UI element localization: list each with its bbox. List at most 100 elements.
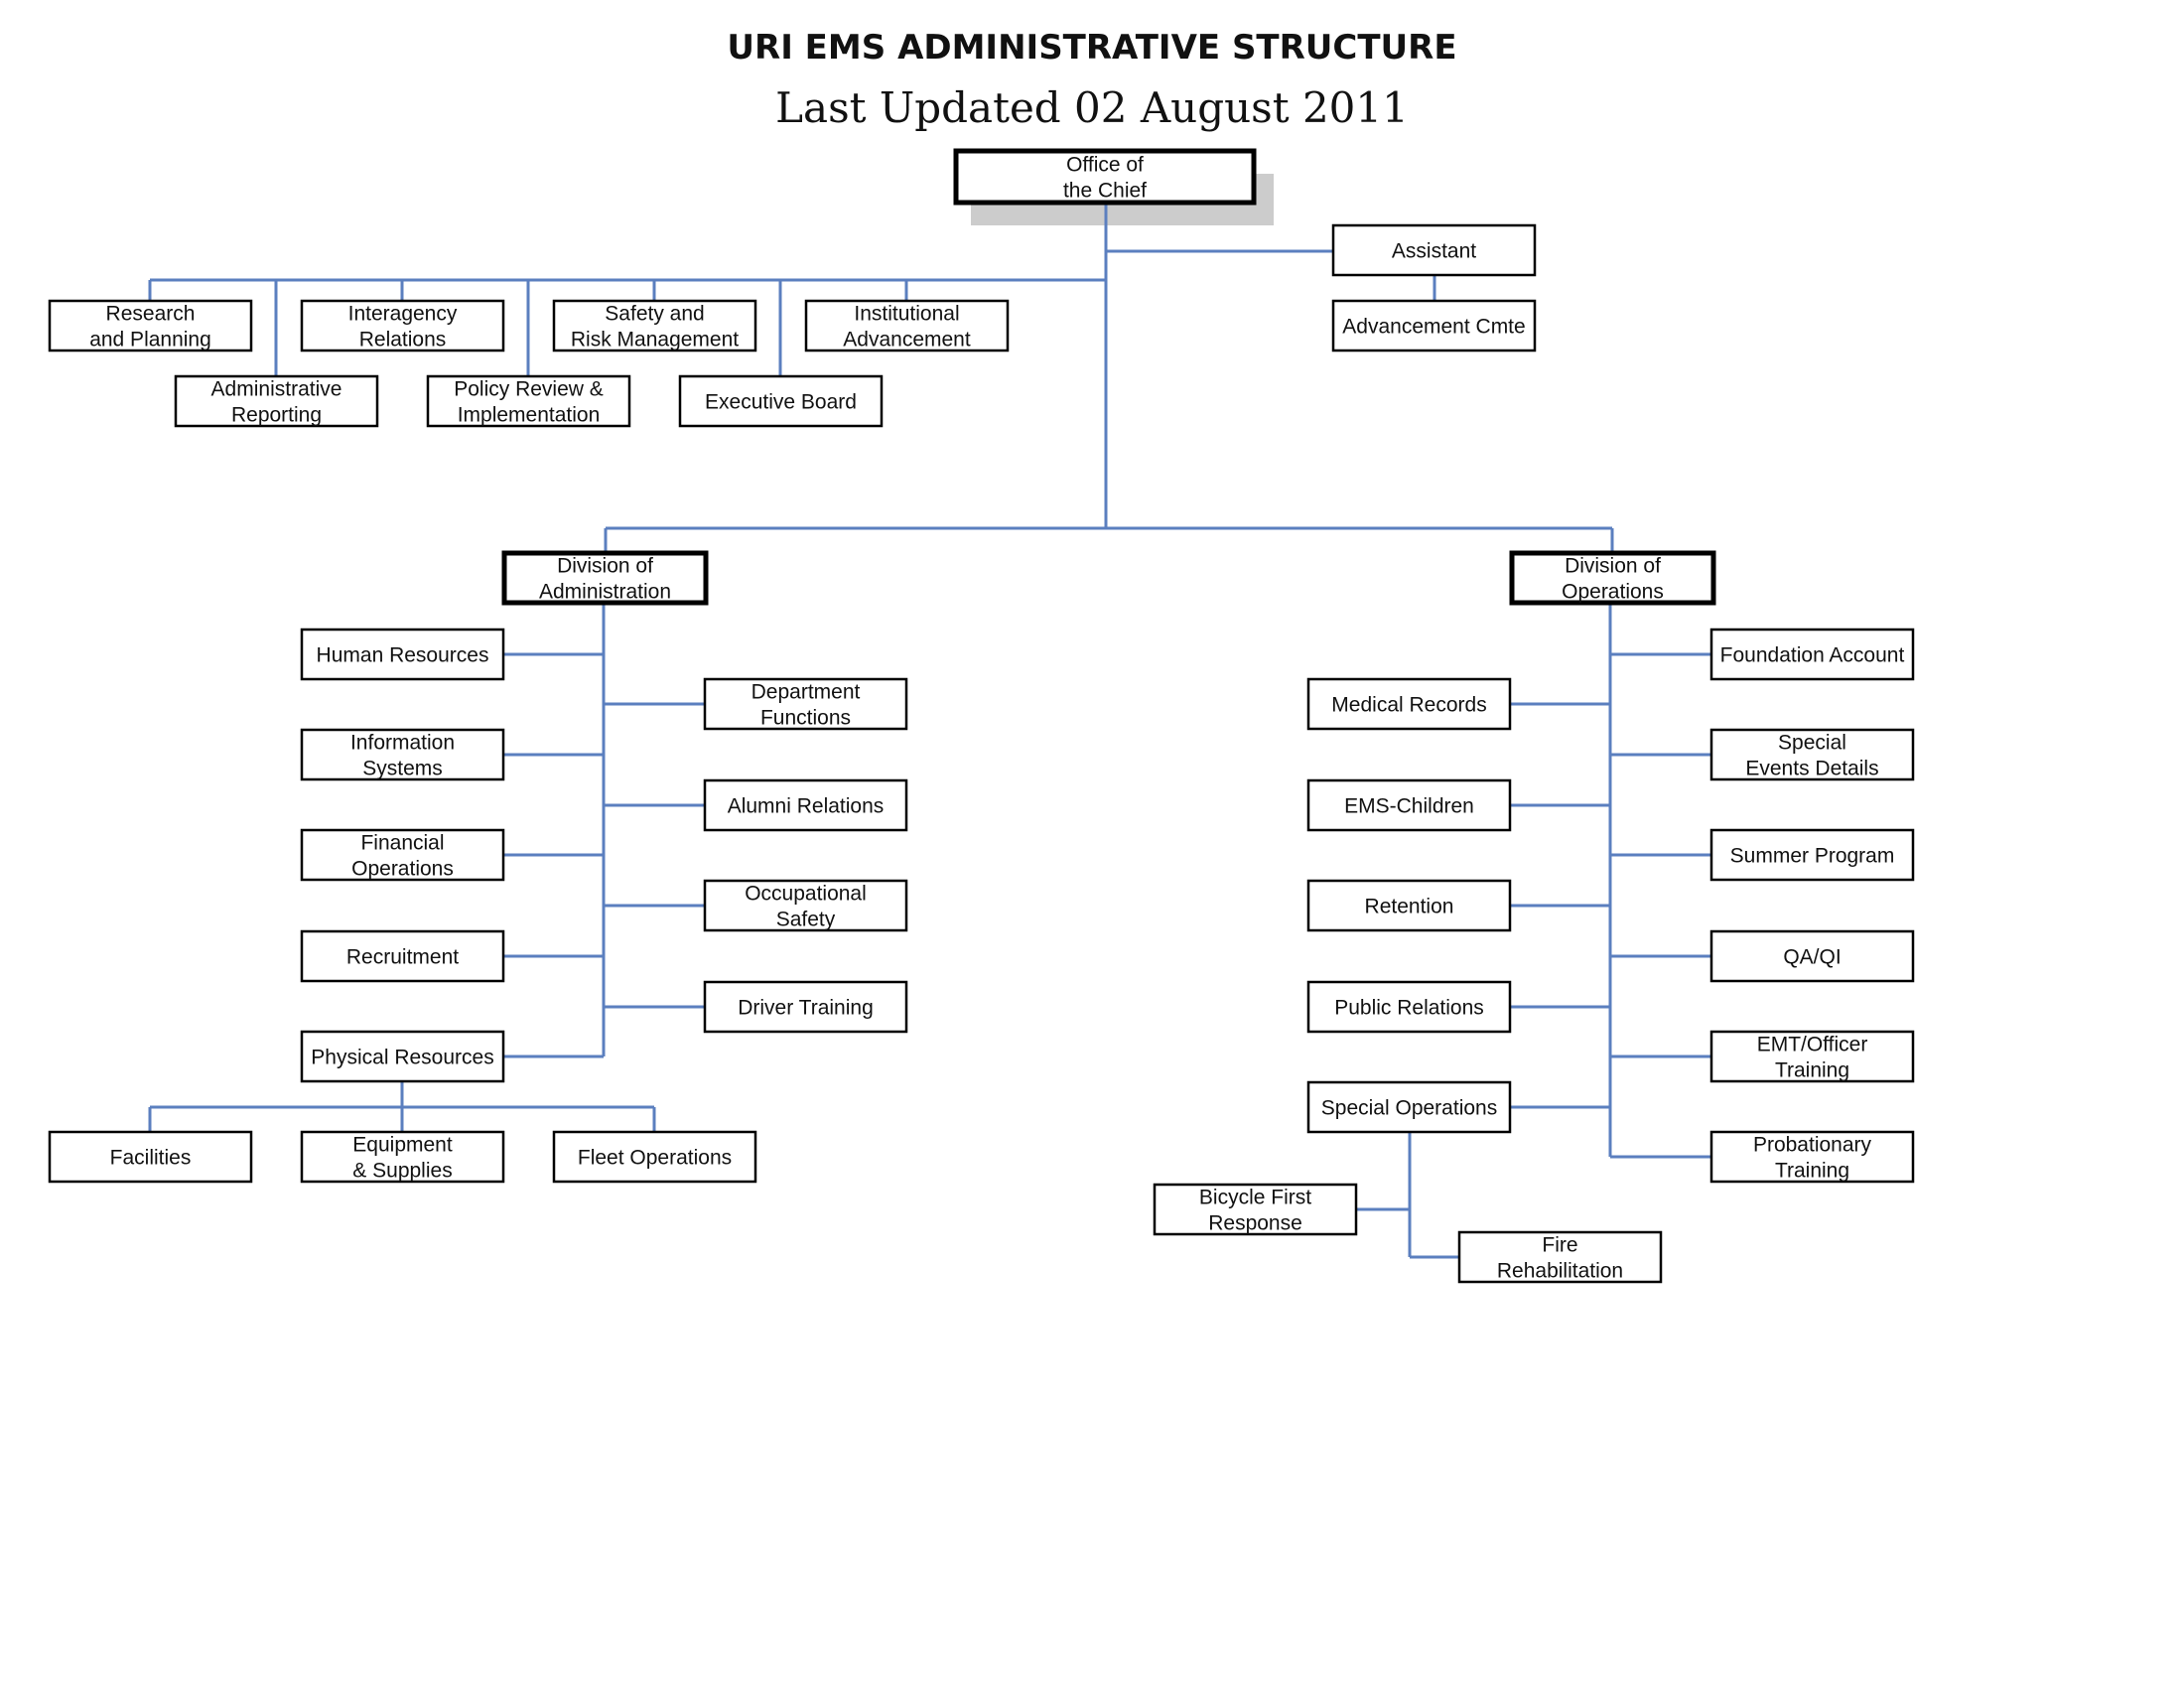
chart-subtitle: Last Updated 02 August 2011 [775,83,1409,132]
node-foundation-account: Foundation Account [1709,628,1915,681]
node-box [678,374,884,428]
node-box [1709,1130,1915,1184]
node-driver-training: Driver Training [703,980,908,1034]
node-box [300,728,505,781]
node-policy-review: Policy Review & Implementation [426,374,631,428]
node-label: Division of [1565,554,1661,577]
node-public-relations: Public Relations [1306,980,1512,1034]
node-label: Risk Management [571,328,739,351]
node-ems-children: EMS-Children [1306,778,1512,832]
node-label: Policy Review & [454,377,604,400]
node-label: Advancement Cmte [1342,315,1525,338]
node-box [1153,1183,1358,1236]
node-label: QA/QI [1783,945,1841,968]
node-human-resources: Human Resources [300,628,505,681]
node-facilities: Facilities [48,1130,253,1184]
chart-title: URI EMS ADMINISTRATIVE STRUCTURE [727,28,1457,68]
node-label: Driver Training [738,996,874,1019]
node-box [300,299,505,352]
node-label: and Planning [89,328,211,351]
node-box [300,628,505,681]
node-box [300,828,505,882]
node-label: Fire [1542,1233,1577,1256]
node-label: Training [1775,1058,1849,1081]
node-box [1709,1030,1915,1083]
node-label: Human Resources [317,643,489,666]
node-special-operations: Special Operations [1306,1080,1512,1134]
node-label: Summer Program [1730,844,1895,867]
node-box [953,148,1257,206]
node-label: Response [1208,1211,1302,1234]
node-label: Administration [539,580,671,603]
node-label: Research [106,302,196,325]
node-label: Probationary [1753,1133,1872,1156]
node-label: Advancement [843,328,971,351]
node-box [1509,550,1716,606]
node-box [426,374,631,428]
node-label: Events Details [1745,757,1878,779]
node-box [501,550,709,606]
node-research-planning: Research and Planning [48,299,253,352]
node-box [1306,677,1512,731]
node-label: Institutional [854,302,959,325]
node-box [1331,299,1537,352]
node-label: Implementation [458,403,601,426]
node-label: Operations [1562,580,1664,603]
node-label: the Chief [1063,179,1147,202]
node-label: Division of [557,554,653,577]
node-box [48,1130,253,1184]
node-box [1306,980,1512,1034]
node-label: Rehabilitation [1497,1259,1623,1282]
node-div-ops: Division of Operations [1509,550,1716,606]
node-box [703,778,908,832]
node-label: Operations [351,857,454,880]
node-label: Reporting [231,403,322,426]
node-medical-records: Medical Records [1306,677,1512,731]
node-fleet-operations: Fleet Operations [552,1130,757,1184]
node-advancement-cmte: Advancement Cmte [1331,299,1537,352]
node-label: Recruitment [346,945,459,968]
node-box [48,299,253,352]
node-box [300,1030,505,1083]
node-label: Physical Resources [311,1046,493,1068]
node-alumni-relations: Alumni Relations [703,778,908,832]
node-physical-resources: Physical Resources [300,1030,505,1083]
node-label: Public Relations [1334,996,1484,1019]
node-label: Information [350,731,455,754]
node-box [1457,1230,1663,1284]
node-recruitment: Recruitment [300,929,505,983]
node-box [300,1130,505,1184]
node-box [1709,628,1915,681]
node-box [1306,879,1512,932]
node-box [300,929,505,983]
node-label: Fleet Operations [578,1146,732,1169]
node-label: Executive Board [705,390,857,413]
node-qa-qi: QA/QI [1709,929,1915,983]
node-label: Assistant [1392,239,1476,262]
node-label: Occupational [745,882,867,905]
node-label: Foundation Account [1720,643,1905,666]
node-div-admin: Division of Administration [501,550,709,606]
node-label: Alumni Relations [728,794,885,817]
node-label: Financial [360,831,444,854]
node-label: Special [1778,731,1846,754]
node-box [1709,728,1915,781]
node-box [552,299,757,352]
node-box [174,374,379,428]
node-box [1331,223,1537,277]
node-label: Retention [1365,895,1454,917]
